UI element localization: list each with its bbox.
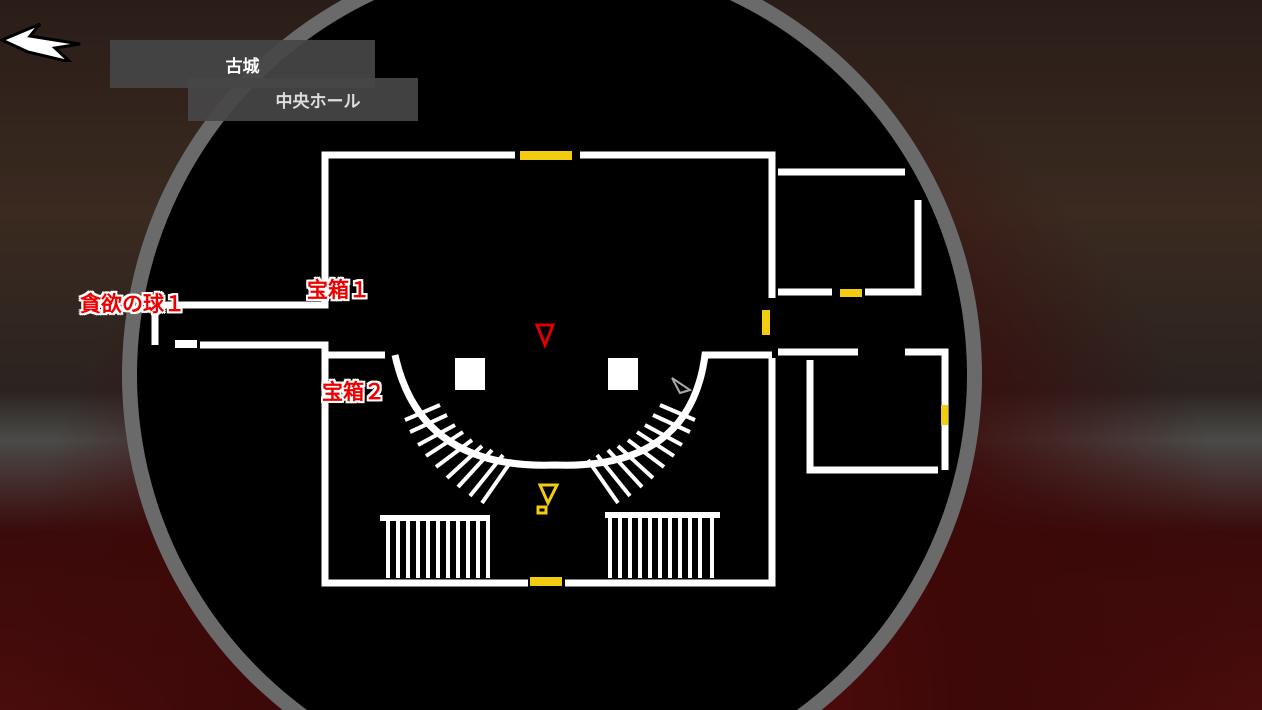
stairs (386, 403, 714, 578)
treasure-marker-1[interactable]: 宝箱１ (307, 278, 370, 302)
room-name: 中央ホール (188, 78, 418, 121)
exclamation-icon[interactable] (536, 483, 560, 515)
map-disc (137, 0, 967, 710)
player-position-icon (534, 323, 556, 350)
greed-orb-marker[interactable]: 貪欲の球１ (80, 292, 185, 316)
doors (520, 151, 948, 586)
map-walls (151, 151, 949, 587)
treasure-marker-2[interactable]: 宝箱２ (322, 380, 385, 404)
cursor-icon (671, 377, 693, 395)
map-fixtures (175, 340, 720, 521)
back-arrow-icon[interactable] (0, 22, 90, 62)
